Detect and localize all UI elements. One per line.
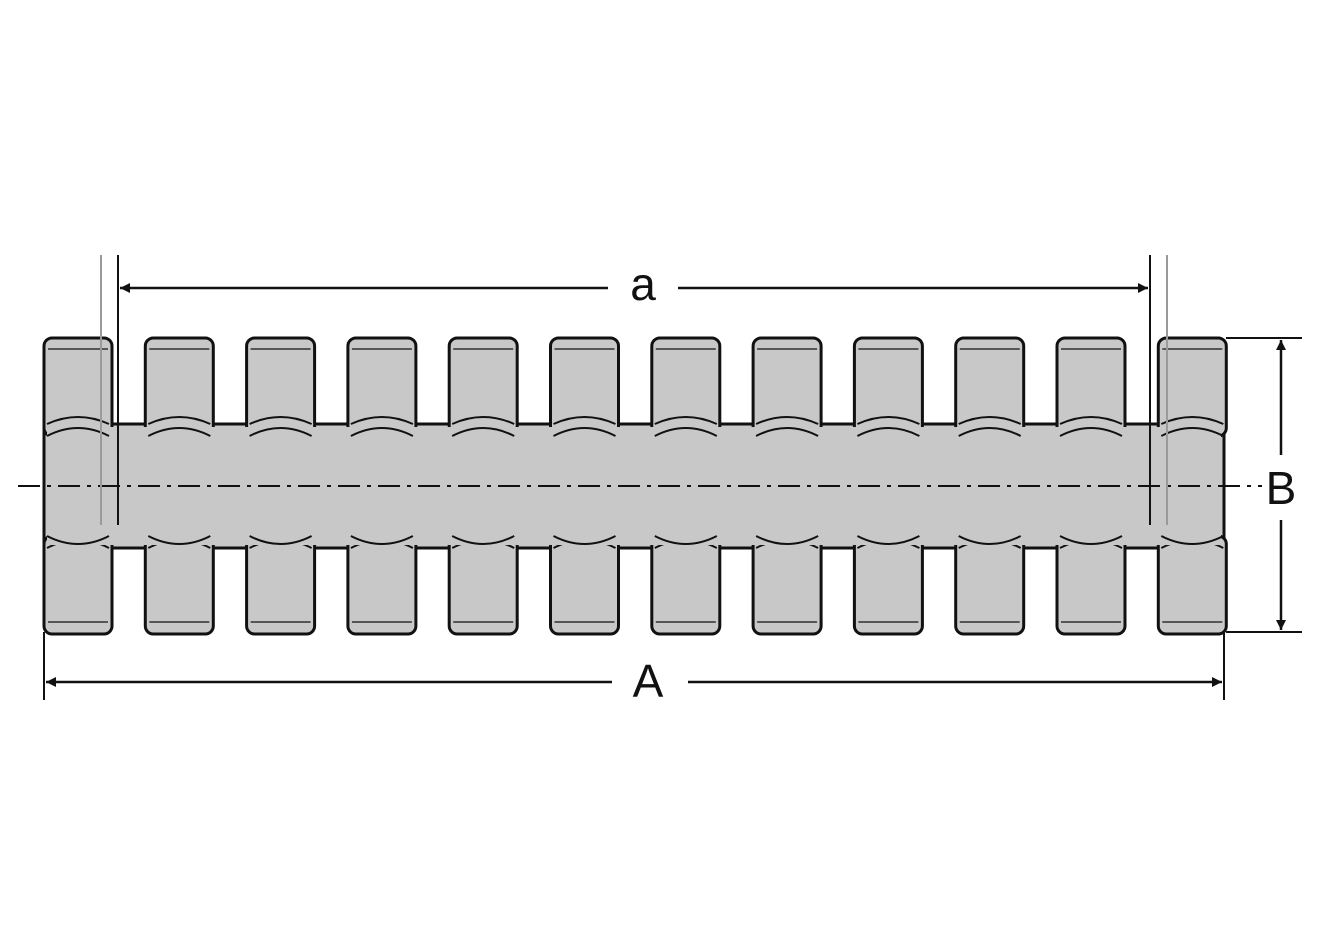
top-tooth	[1055, 336, 1127, 438]
dimension-label-A: A	[633, 655, 664, 707]
bottom-tooth	[650, 534, 722, 636]
bottom-tooth	[852, 534, 924, 636]
top-tooth	[954, 336, 1026, 438]
top-tooth	[549, 336, 620, 438]
top-tooth	[852, 336, 924, 438]
top-tooth	[447, 336, 519, 438]
bottom-tooth	[1156, 534, 1228, 636]
bottom-tooth	[447, 534, 519, 636]
dimension-A: A	[46, 655, 1222, 707]
dimension-B: B	[1266, 340, 1297, 630]
top-tooth	[245, 336, 317, 438]
top-tooth	[751, 336, 823, 438]
bottom-tooth	[549, 534, 620, 636]
top-tooth	[1156, 336, 1228, 438]
bottom-tooth	[1055, 534, 1127, 636]
bottom-tooth	[245, 534, 317, 636]
top-teeth	[42, 336, 1228, 438]
bottom-tooth	[143, 534, 215, 636]
bottom-tooth	[42, 534, 114, 636]
dimension-a: a	[120, 258, 1148, 310]
bottom-tooth	[346, 534, 418, 636]
bottom-tooth	[751, 534, 823, 636]
dimension-label-B: B	[1266, 462, 1297, 514]
dimension-label-a: a	[630, 258, 656, 310]
bottom-teeth	[42, 534, 1228, 636]
top-tooth	[143, 336, 215, 438]
bottom-tooth	[954, 534, 1026, 636]
top-tooth	[650, 336, 722, 438]
top-tooth	[346, 336, 418, 438]
